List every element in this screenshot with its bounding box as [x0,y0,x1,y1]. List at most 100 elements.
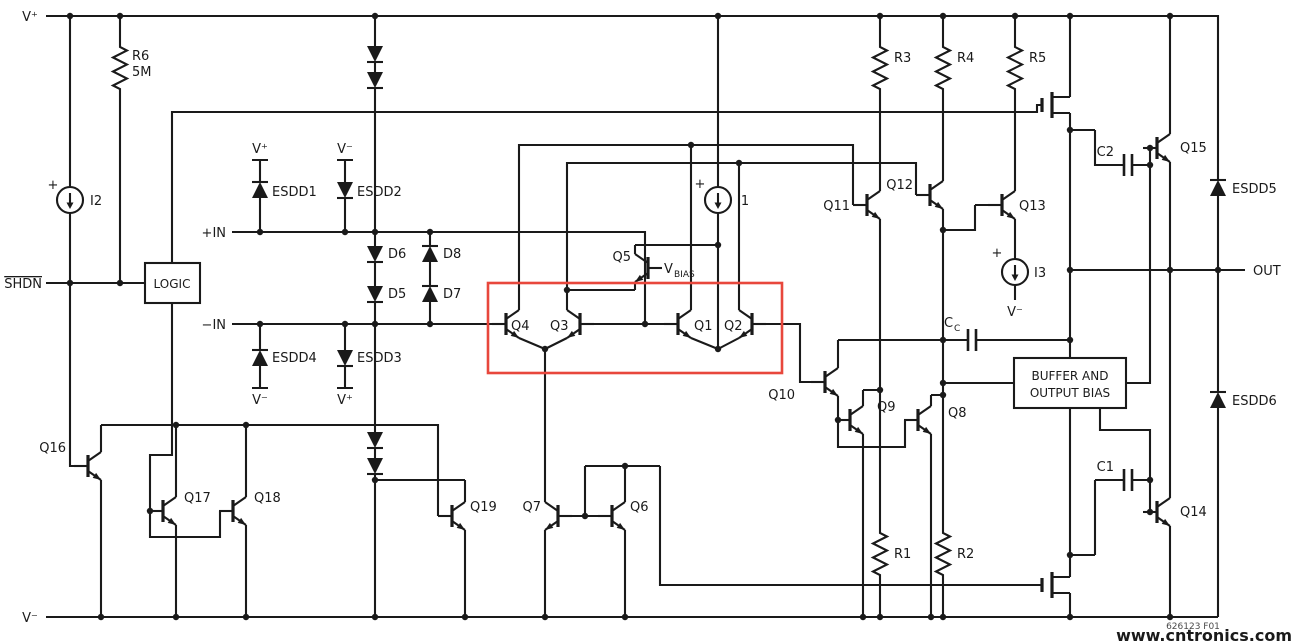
resistor-r3 [871,42,889,94]
label-q7: Q7 [522,500,541,515]
current-source-i2 [55,185,85,215]
resistor-r4 [934,42,952,94]
label-q6: Q6 [630,500,649,515]
label-d8: D8 [443,247,461,262]
transistor-q5 [633,252,664,284]
diode-d8 [420,244,440,264]
label-esdd2: ESDD2 [357,185,402,200]
logic-block-label: LOGIC [154,277,191,291]
label-q15: Q15 [1180,141,1207,156]
capacitor-cc [966,327,978,353]
label-layer: V⁺ V⁻ R6 5M + I2 SHDN V⁺ V⁻ ESDD1 ESDD2 … [4,10,1292,644]
label-q13: Q13 [1019,199,1046,214]
rail-label-vminus-bottom: V⁻ [22,611,38,626]
buffer-block: BUFFER AND OUTPUT BIAS [1012,356,1128,410]
wires-input [232,16,811,617]
pin-label-plus-in: +IN [202,226,226,241]
transistor-q3 [565,308,596,340]
label-q17: Q17 [184,491,211,506]
esd-diode-esdd5 [1208,178,1228,198]
label-i3-vminus: V⁻ [1007,305,1023,320]
transistor-q19 [436,500,467,532]
label-q5: Q5 [612,250,631,265]
buffer-block-label-line1: BUFFER AND [1032,369,1109,383]
diode-top-1 [365,44,385,64]
label-cc-sub: C [954,324,960,334]
label-c1: C1 [1097,460,1114,475]
diode-top-2 [365,70,385,90]
label-r1: R1 [894,547,911,562]
label-esdd4: ESDD4 [272,351,317,366]
watermark: www.cntronics.com [1116,626,1292,644]
transistor-q1 [662,308,693,340]
pin-label-minus-in: −IN [202,318,226,333]
label-vbias-sub: BIAS [674,270,695,280]
label-i2-plus: + [48,178,59,193]
resistor-r1 [871,528,889,580]
output-pmos [1040,92,1054,118]
label-q14: Q14 [1180,505,1207,520]
label-cc: C [944,316,953,331]
label-i3-plus: + [992,246,1003,261]
label-r2: R2 [957,547,974,562]
transistor-q11 [851,189,882,221]
current-source-i3 [1000,257,1030,287]
transistor-q16 [72,450,103,482]
pin-label-out: OUT [1253,264,1281,279]
diode-d5 [365,284,385,304]
label-r6-value: 5M [132,65,152,80]
transistor-q2 [737,308,768,340]
junction-dots [66,12,1222,621]
resistor-r5 [1006,42,1024,94]
label-r4: R4 [957,51,974,66]
label-i1: I1 [737,194,749,209]
wires-gain [836,16,1070,617]
label-q8: Q8 [948,406,967,421]
label-r5: R5 [1029,51,1046,66]
label-esdd3: ESDD3 [357,351,402,366]
transistor-q7 [543,500,574,532]
label-esdd1-vplus: V⁺ [252,142,268,157]
label-q18: Q18 [254,491,281,506]
label-d7: D7 [443,287,461,302]
esd-diode-esdd4 [250,348,270,368]
transistor-q12 [914,179,945,211]
label-q19: Q19 [470,500,497,515]
label-q4: Q4 [511,319,530,334]
diode-d7 [420,284,440,304]
label-d5: D5 [388,287,406,302]
label-q11: Q11 [823,199,850,214]
label-vbias: V [664,262,673,277]
wires-left [46,16,1042,617]
pin-label-shdn: SHDN [4,277,42,292]
label-i3: I3 [1034,266,1046,281]
label-q10: Q10 [768,388,795,403]
capacitor-c2 [1122,152,1134,178]
diode-lower-1 [365,430,385,450]
input-stage-highlight-box [486,281,784,375]
symbol-layer [55,42,1228,580]
esd-diode-esdd3 [335,348,355,368]
resistor-r2 [934,528,952,580]
transistor-q13 [986,189,1017,221]
label-q1: Q1 [694,319,713,334]
resistor-r6 [111,42,129,94]
label-q16: Q16 [39,441,66,456]
capacitor-c1 [1122,467,1134,493]
diode-d6 [365,244,385,264]
esd-diode-esdd1 [250,180,270,200]
current-source-i1 [703,185,733,215]
buffer-block-label-line2: OUTPUT BIAS [1030,386,1110,400]
transistor-q8 [902,404,933,436]
wires-output [1052,16,1245,617]
label-q2: Q2 [724,319,743,334]
label-esdd6: ESDD6 [1232,394,1277,409]
label-esdd2-vminus: V⁻ [337,142,353,157]
label-esdd1: ESDD1 [272,185,317,200]
transistor-q18 [217,495,248,527]
label-esdd4-vminus: V⁻ [252,393,268,408]
output-nmos [1040,572,1054,598]
label-i2: I2 [90,194,102,209]
label-esdd5: ESDD5 [1232,182,1277,197]
